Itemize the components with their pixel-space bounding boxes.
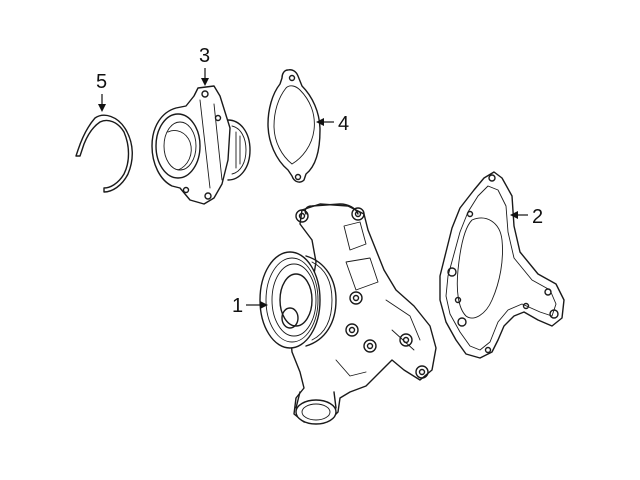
callout-label-3: 3	[199, 45, 210, 67]
callout-1[interactable]: 1	[232, 295, 268, 317]
callout-label-2: 2	[532, 206, 543, 228]
callout-3[interactable]: 3	[199, 45, 210, 86]
part-3-thermostat-housing[interactable]	[151, 85, 251, 205]
part-5-retaining-clip[interactable]	[75, 114, 133, 193]
callout-label-5: 5	[96, 71, 107, 93]
part-1-water-pump[interactable]	[259, 203, 437, 425]
callout-label-1: 1	[232, 295, 243, 317]
callout-label-4: 4	[338, 113, 349, 135]
callout-4[interactable]: 4	[316, 113, 349, 135]
part-2-pump-gasket[interactable]	[439, 171, 565, 359]
callout-2[interactable]: 2	[510, 206, 543, 228]
callout-5[interactable]: 5	[96, 71, 107, 112]
part-4-thermostat-gasket[interactable]	[267, 69, 321, 183]
